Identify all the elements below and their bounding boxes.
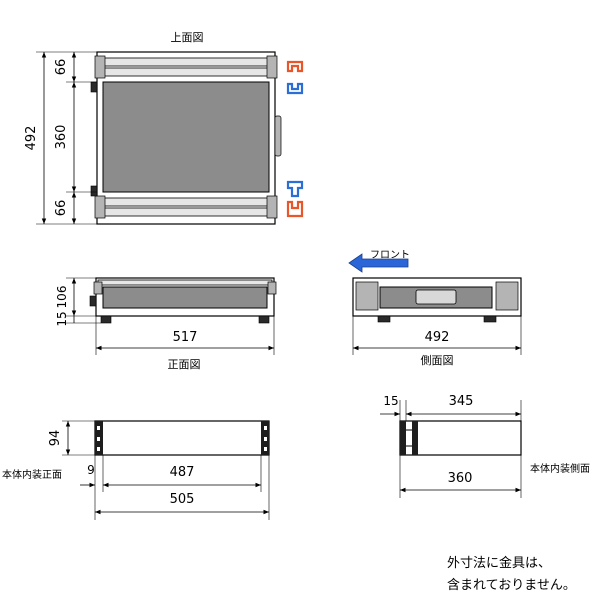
top-view-title: 上面図 xyxy=(171,31,204,44)
side-handle xyxy=(415,289,457,305)
dim-inner-side-offset: 15 xyxy=(383,394,398,408)
top-rail-lower-2 xyxy=(98,207,274,217)
top-latch-left-lower xyxy=(90,185,98,197)
dim-inner-front-offset: 9 xyxy=(87,463,95,477)
front-panel xyxy=(102,286,268,309)
dim-front-height-upper: 106 xyxy=(55,286,69,309)
inner-side-rail-front xyxy=(400,421,406,455)
dim-top-total: 492 xyxy=(24,126,39,151)
inner-front-view: 94 本体内装正面 9 487 505 xyxy=(2,420,270,520)
front-foot-right xyxy=(258,315,270,324)
top-corner-tr xyxy=(266,55,278,79)
top-lid-panel xyxy=(102,81,270,193)
side-corner-right xyxy=(495,281,519,311)
dim-side-depth: 492 xyxy=(425,330,450,345)
rail-profile-red-upper-icon xyxy=(286,60,304,73)
top-rail-upper-1 xyxy=(98,57,274,67)
dim-front-width: 517 xyxy=(173,330,198,345)
inner-front-title: 本体内装正面 xyxy=(2,468,62,481)
inner-front-outline xyxy=(94,420,270,456)
front-latch-left xyxy=(89,295,97,307)
inner-side-view: 15 345 360 本体内装側面 xyxy=(380,394,590,498)
side-arrow-label: フロント xyxy=(370,250,410,261)
dim-inner-side-inner: 345 xyxy=(449,394,474,409)
top-side-handle xyxy=(274,115,282,157)
dimension-note: 外寸法に金具は、 含まれておりません。 xyxy=(447,553,576,597)
note-line-1: 外寸法に金具は、 xyxy=(447,556,552,571)
top-view: 上面図 492 66 360 66 xyxy=(24,31,304,225)
dim-inner-front-total: 505 xyxy=(170,492,195,507)
front-view-title: 正面図 xyxy=(168,358,201,371)
rail-profile-red-lower-icon xyxy=(286,200,304,218)
front-corner-tl xyxy=(93,281,103,295)
top-corner-tl xyxy=(94,55,106,79)
dim-top-end-upper: 66 xyxy=(54,59,69,76)
side-corner-left xyxy=(355,281,379,311)
top-rail-upper-2 xyxy=(98,67,274,77)
dim-top-middle: 360 xyxy=(54,125,69,150)
side-foot-left xyxy=(377,315,391,323)
inner-side-rail-back xyxy=(412,421,418,455)
front-top-rail xyxy=(97,279,273,286)
dim-inner-side-total: 360 xyxy=(448,471,473,486)
inner-side-outline xyxy=(399,420,522,456)
top-rail-lower-1 xyxy=(98,197,274,207)
front-foot-left xyxy=(100,315,112,324)
rail-profile-blue-lower-icon xyxy=(286,180,304,198)
top-latch-left-upper xyxy=(90,81,98,93)
top-corner-br xyxy=(266,195,278,219)
dim-inner-front-inner: 487 xyxy=(170,465,195,480)
inner-side-title: 本体内装側面 xyxy=(530,462,590,475)
front-view: 106 15 517 正面図 xyxy=(55,277,277,371)
front-corner-tr xyxy=(267,281,277,295)
dim-top-end-lower: 66 xyxy=(54,200,69,217)
front-direction-arrow-icon xyxy=(348,253,409,273)
top-corner-bl xyxy=(94,195,106,219)
side-view: フロント 492 側面図 xyxy=(348,250,522,367)
note-line-2: 含まれておりません。 xyxy=(447,578,576,593)
rail-profile-blue-upper-icon xyxy=(286,82,304,95)
side-foot-right xyxy=(483,315,497,323)
side-view-title: 側面図 xyxy=(421,354,454,367)
dim-inner-front-height: 94 xyxy=(48,430,63,447)
dim-front-height-lower: 15 xyxy=(55,311,69,326)
